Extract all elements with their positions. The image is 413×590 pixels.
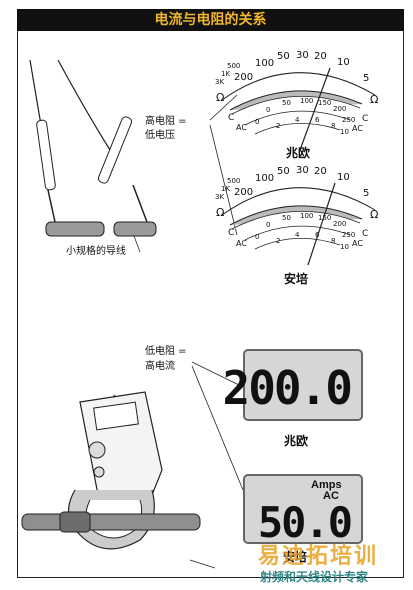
probe-right bbox=[97, 116, 133, 184]
lcd-top-unit: 兆欧 bbox=[284, 434, 309, 448]
lcd-display-top: 200.0 bbox=[223, 349, 363, 421]
meter-top-outer-tick: 50 bbox=[277, 51, 290, 62]
meter-top-outer-tick: 100 bbox=[255, 58, 275, 69]
meter-top-mid-tick: 150 bbox=[318, 99, 332, 107]
meter-top-side-tick: 1K bbox=[221, 70, 231, 78]
meter-bottom-left-mark: AC bbox=[236, 239, 247, 248]
meter-top-inner-tick: 10 bbox=[340, 128, 349, 136]
high-resistance-label: 高电阻 = bbox=[145, 116, 187, 127]
meter-top-mid-tick: 100 bbox=[300, 97, 314, 105]
meter-top-left-mark: C bbox=[228, 113, 235, 123]
meter-bottom-outer-tick: 200 bbox=[234, 187, 254, 198]
meter-top-mid-tick: 50 bbox=[282, 99, 291, 107]
meter-top-left-mark: AC bbox=[236, 123, 247, 132]
meter-top-outer-tick: 5 bbox=[363, 73, 370, 84]
meter-bottom-mid-tick: 100 bbox=[300, 212, 314, 220]
meter-bottom-mid-tick: 200 bbox=[333, 220, 347, 228]
meter-bottom-mid-tick: 0 bbox=[266, 221, 271, 229]
meter-bottom-side-tick: 3K bbox=[215, 193, 225, 201]
meter-bottom-side-tick: 500 bbox=[227, 177, 241, 185]
lcd-value-bottom: 50.0 bbox=[257, 498, 353, 547]
page-title: 电流与电阻的关系 bbox=[17, 9, 404, 31]
watermark-tagline: 射频和天线设计专家 bbox=[260, 570, 369, 584]
meter-bottom-outer-tick: 100 bbox=[255, 173, 275, 184]
meter-bottom-inner-tick: 10 bbox=[340, 243, 349, 251]
lcd-bottom-unit: 安培 bbox=[283, 550, 308, 564]
analog-meter-top bbox=[221, 67, 376, 151]
meter-bottom-right-mark: AC bbox=[352, 239, 363, 248]
meter-top-unit: 兆欧 bbox=[286, 146, 311, 160]
meter-bottom-outer-tick: 10 bbox=[337, 172, 350, 183]
low-voltage-label: 低电压 bbox=[145, 130, 175, 141]
wire-left bbox=[45, 221, 105, 237]
meter-bottom-side-tick: 1K bbox=[221, 185, 231, 193]
meter-bottom-inner-tick: 4 bbox=[295, 231, 300, 239]
meter-top-left-mark: Ω bbox=[216, 91, 225, 104]
meter-top-inner-tick: 6 bbox=[315, 116, 320, 124]
analog-meter-bottom bbox=[221, 182, 376, 266]
meter-top-outer-tick: 20 bbox=[314, 51, 327, 62]
meter-top-right-mark: C bbox=[362, 114, 369, 124]
meter-bottom-inner-tick: 6 bbox=[315, 231, 320, 239]
low-resistance-label: 低电阻 = bbox=[145, 346, 187, 357]
lcd-value-top: 200.0 bbox=[222, 361, 353, 415]
high-current-label: 高电流 bbox=[145, 361, 175, 372]
meter-bottom-outer-tick: 50 bbox=[277, 166, 290, 177]
meter-top-outer-tick: 30 bbox=[296, 50, 309, 61]
lcd-ac-label: AC bbox=[323, 490, 339, 502]
meter-bottom-outer-tick: 20 bbox=[314, 166, 327, 177]
needle-top bbox=[299, 67, 331, 151]
meter-top-mid-tick: 250 bbox=[342, 116, 356, 124]
small-wire-label: 小规格的导线 bbox=[66, 246, 126, 257]
meter-top-inner-tick: 2 bbox=[276, 122, 281, 130]
meter-bottom-unit: 安培 bbox=[284, 272, 309, 286]
meter-bottom-mid-tick: 150 bbox=[318, 214, 332, 222]
meter-bottom-inner-tick: 2 bbox=[276, 237, 281, 245]
meter-bottom-inner-tick: 8 bbox=[331, 237, 336, 245]
meter-top-right-mark: Ω bbox=[370, 93, 379, 106]
meter-bottom-outer-tick: 30 bbox=[296, 165, 309, 176]
needle-bottom bbox=[307, 182, 336, 266]
probe-left bbox=[36, 119, 56, 191]
meter-bottom-inner-tick: 0 bbox=[255, 233, 260, 241]
lcd-display-bottom: Amps AC 50.0 bbox=[243, 474, 363, 547]
meter-top-side-tick: 500 bbox=[227, 62, 241, 70]
meter-top-right-mark: AC bbox=[352, 124, 363, 133]
meter-bottom-left-mark: Ω bbox=[216, 206, 225, 219]
watermark-logo-text: 易迪拓培训 bbox=[258, 544, 379, 569]
meter-top-side-tick: 3K bbox=[215, 78, 225, 86]
meter-bottom-left-mark: C bbox=[228, 228, 235, 238]
meter-bottom-mid-tick: 50 bbox=[282, 214, 291, 222]
meter-top-inner-tick: 4 bbox=[295, 116, 300, 124]
meter-top-mid-tick: 0 bbox=[266, 106, 271, 114]
meter-top-outer-tick: 10 bbox=[337, 57, 350, 68]
wire-in-clamp bbox=[21, 513, 201, 531]
meter-top-mid-tick: 200 bbox=[333, 105, 347, 113]
probe-cable-right bbox=[57, 59, 111, 151]
meter-bottom-right-mark: C bbox=[362, 229, 369, 239]
meter-top-outer-tick: 200 bbox=[234, 72, 254, 83]
meter-top-inner-tick: 8 bbox=[331, 122, 336, 130]
meter-bottom-mid-tick: 250 bbox=[342, 231, 356, 239]
wire-right bbox=[113, 221, 157, 237]
meter-bottom-right-mark: Ω bbox=[370, 208, 379, 221]
meter-top-inner-tick: 0 bbox=[255, 118, 260, 126]
meter-bottom-outer-tick: 5 bbox=[363, 188, 370, 199]
lcd-amps-label: Amps bbox=[311, 479, 342, 491]
